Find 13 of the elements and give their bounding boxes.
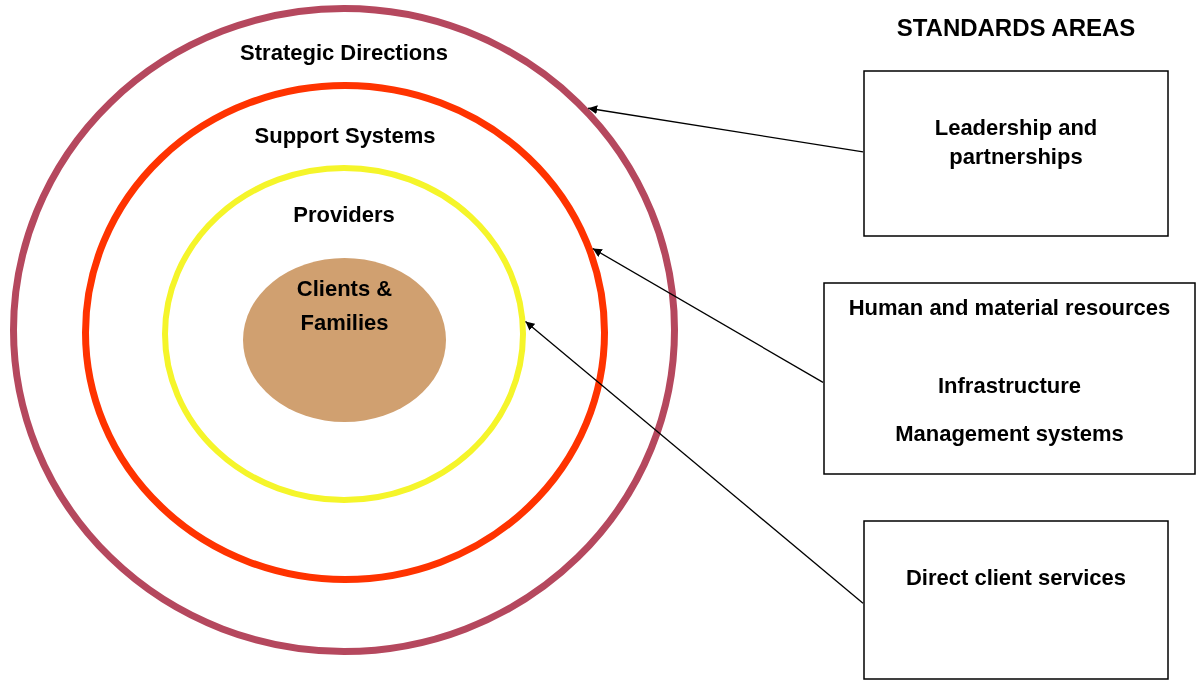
standard-label: Infrastructure: [936, 372, 1082, 400]
arrow: [592, 247, 824, 383]
ring-label: Providers: [292, 201, 396, 229]
ring-label: Strategic Directions: [239, 39, 449, 67]
heading: STANDARDS AREAS: [895, 14, 1137, 42]
arrow: [587, 105, 864, 153]
arrow: [524, 320, 864, 604]
ring-label: Clients & Families: [295, 275, 394, 338]
ring-label: Support Systems: [253, 122, 437, 150]
standard-label: Direct client services: [904, 564, 1128, 592]
standard-label: Leadership and partnerships: [933, 114, 1099, 171]
standard-label: Management systems: [894, 420, 1125, 448]
standard-label: Human and material resources: [847, 294, 1172, 322]
